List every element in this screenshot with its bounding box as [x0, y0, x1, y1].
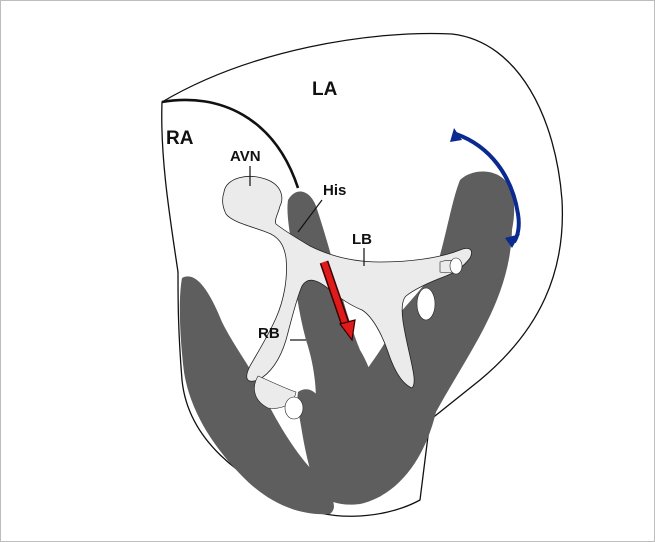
opening-3	[450, 258, 462, 274]
label-avn: AVN	[230, 148, 261, 165]
label-his: His	[323, 182, 346, 199]
opening-2	[417, 288, 435, 320]
label-la: LA	[312, 79, 338, 100]
label-lb: LB	[352, 231, 372, 248]
label-ra: RA	[166, 128, 194, 149]
label-rb: RB	[258, 325, 280, 342]
opening-1	[285, 397, 303, 419]
